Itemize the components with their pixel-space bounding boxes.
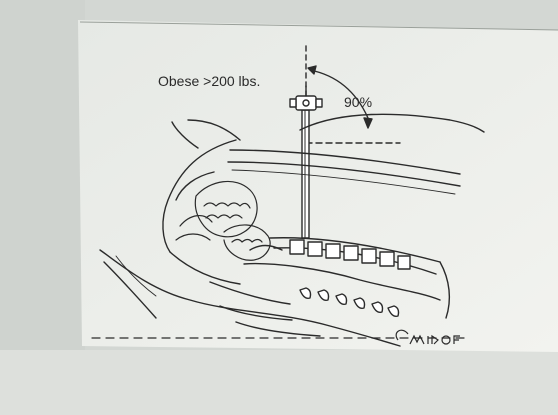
angle-percent-label: 90% — [344, 94, 372, 110]
skin-contour — [300, 114, 484, 132]
spinous-processes — [300, 288, 399, 316]
spinal-needle — [290, 86, 322, 238]
angle-arrow-tail — [364, 118, 372, 128]
angle-arrow-head — [308, 66, 316, 74]
lower-body-contour — [100, 250, 400, 346]
fat-layer — [230, 150, 460, 174]
pelvic-organs — [176, 181, 270, 260]
patient-weight-label: Obese >200 lbs. — [158, 73, 260, 89]
artist-signature — [396, 330, 460, 344]
vertebral-column — [244, 238, 440, 300]
